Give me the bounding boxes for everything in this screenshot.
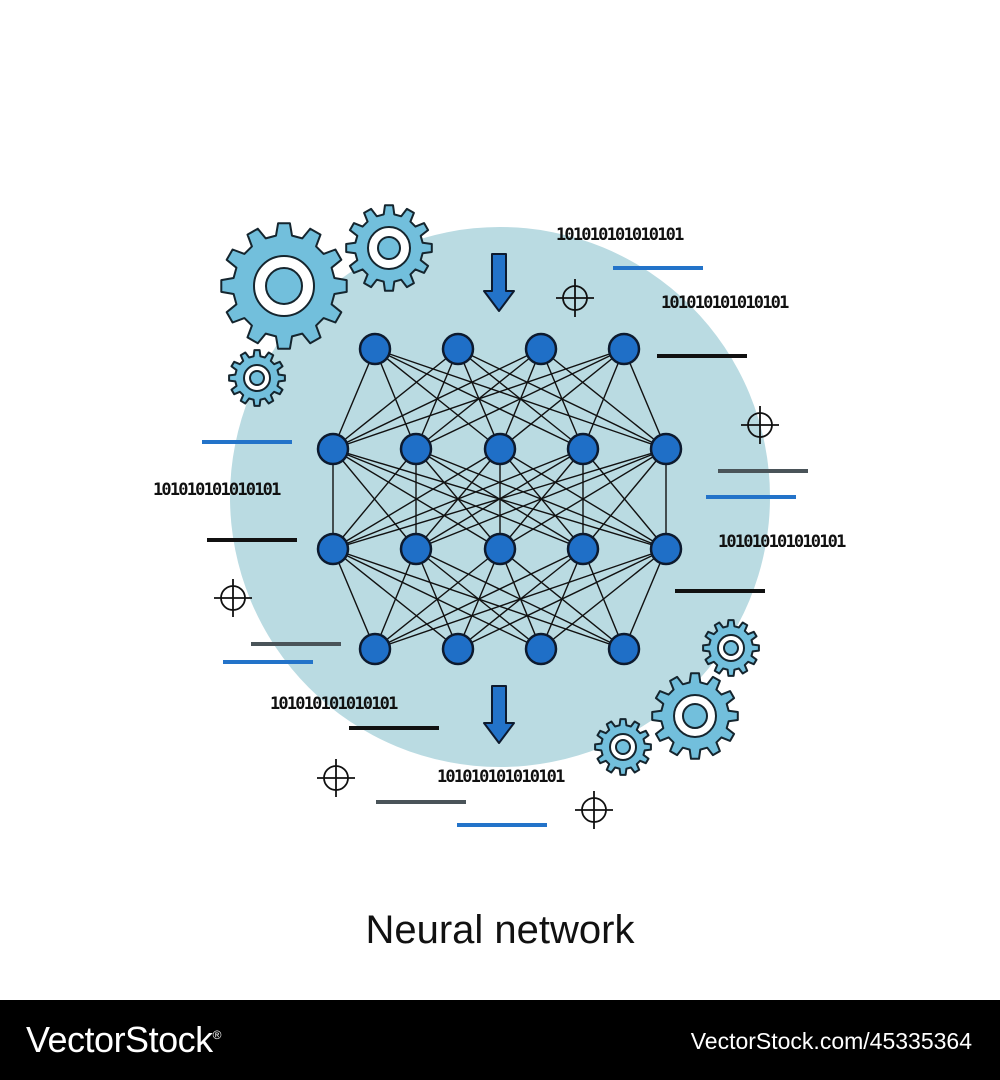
binary-labels: 101010101010101 101010101010101 1010101010… — [153, 225, 848, 787]
decor-lines — [202, 266, 808, 827]
neuron-node — [524, 632, 558, 666]
connection-line — [332, 448, 417, 550]
crosshair-icon — [741, 406, 779, 444]
connection-line — [332, 348, 625, 450]
connection-line — [374, 548, 417, 650]
neuron-node — [358, 332, 392, 366]
gear-icon — [228, 349, 286, 407]
connection-line — [374, 548, 501, 650]
gear-hub — [682, 703, 708, 729]
diagram-caption: Neural network — [365, 908, 635, 952]
neuron-node — [399, 532, 433, 566]
neuron-node — [649, 432, 683, 466]
gear-hub — [723, 640, 739, 656]
connection-line — [332, 448, 667, 550]
connection-line — [582, 448, 667, 550]
connection-line — [332, 448, 501, 550]
connection-line — [374, 548, 667, 650]
connection-line — [457, 548, 667, 650]
footer-brand-name: VectorStock — [26, 1019, 213, 1060]
connection-line — [540, 548, 667, 650]
gear-hub — [615, 739, 631, 755]
neuron-node — [524, 332, 558, 366]
connection-line — [499, 448, 667, 550]
binary-label: 101010101010101 — [718, 532, 846, 552]
binary-label: 101010101010101 — [270, 694, 398, 714]
connection-line — [332, 448, 584, 550]
neuron-node — [566, 532, 600, 566]
neuron-node — [316, 432, 350, 466]
gear-hub — [249, 370, 265, 386]
gear-icon — [594, 718, 652, 776]
crosshair-icon — [317, 759, 355, 797]
gear-hub — [377, 236, 401, 260]
neuron-node — [441, 632, 475, 666]
footer-url: VectorStock.com/45335364 — [690, 1028, 972, 1054]
connection-line — [415, 448, 667, 550]
neuron-node — [483, 432, 517, 466]
crosshair-icon — [575, 791, 613, 829]
neuron-node — [483, 532, 517, 566]
neuron-node — [358, 632, 392, 666]
gear-icon — [220, 222, 348, 350]
arrow-down-icon — [483, 253, 515, 312]
gear-icon — [702, 619, 760, 677]
connection-line — [499, 348, 625, 450]
neuron-node — [566, 432, 600, 466]
crosshair-icon — [556, 279, 594, 317]
connection-line — [332, 348, 542, 450]
neuron-node — [607, 632, 641, 666]
footer-bar: VectorStock® VectorStock.com/45335364 — [0, 1000, 1000, 1080]
neuron-node — [316, 532, 350, 566]
neuron-node — [607, 332, 641, 366]
connection-line — [374, 548, 584, 650]
neuron-node — [441, 332, 475, 366]
crosshairs — [214, 279, 779, 829]
binary-label: 101010101010101 — [153, 480, 281, 500]
neuron-node — [649, 532, 683, 566]
binary-label: 101010101010101 — [437, 767, 565, 787]
connection-line — [332, 548, 376, 650]
arrow-down-icon — [483, 685, 515, 744]
connection-line — [623, 548, 667, 650]
arrows — [483, 253, 515, 744]
binary-label: 101010101010101 — [556, 225, 684, 245]
connection-line — [623, 348, 667, 450]
network-nodes — [316, 332, 683, 666]
connection-line — [582, 348, 625, 450]
binary-label: 101010101010101 — [661, 293, 789, 313]
footer-brand-mark: ® — [212, 1028, 222, 1042]
network-connections — [332, 348, 667, 650]
gear-icon — [345, 204, 433, 292]
gears — [220, 204, 760, 776]
footer-brand: VectorStock® — [26, 1019, 221, 1061]
connection-line — [332, 348, 376, 450]
crosshair-icon — [214, 579, 252, 617]
neuron-node — [399, 432, 433, 466]
connection-line — [332, 348, 459, 450]
connection-line — [415, 348, 625, 450]
gear-icon — [651, 672, 739, 760]
gear-hub — [265, 267, 303, 305]
